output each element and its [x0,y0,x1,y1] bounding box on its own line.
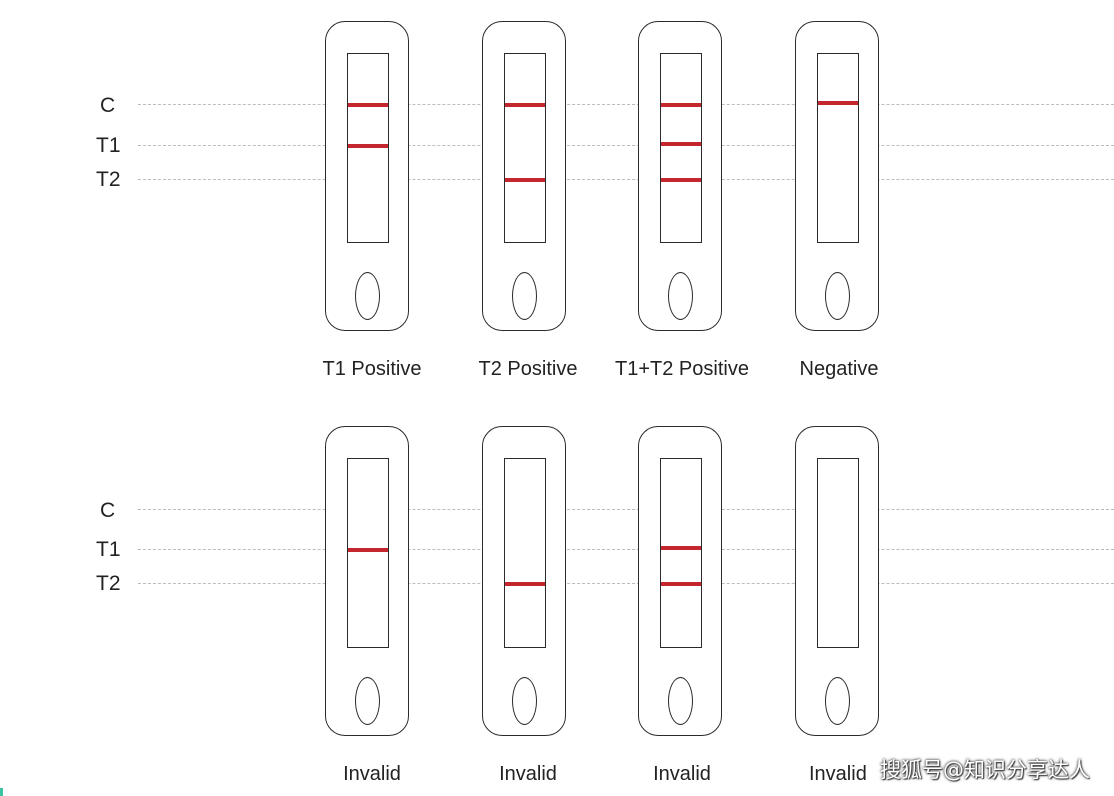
control-line [818,101,858,105]
marker-label-t2-row2: T2 [96,572,121,595]
edge-marker [0,788,3,796]
control-line [348,103,388,107]
guide-line-t1-row1 [138,145,1114,146]
sample-well [355,677,380,725]
guide-line-t2-row1 [138,179,1114,180]
result-window [817,53,859,243]
test-line-t2 [661,178,701,182]
test-cassette-invalid-blank [795,426,879,736]
result-window [660,53,702,243]
test-cassette-invalid-t2-only [482,426,566,736]
test-line-t1 [661,142,701,146]
result-window [347,458,389,648]
result-label-t2-positive: T2 Positive [478,358,578,380]
sample-well [668,677,693,725]
result-label-invalid-1: Invalid [343,763,401,785]
test-cassette-t2-positive [482,21,566,331]
sample-well [512,677,537,725]
result-label-invalid-4: Invalid [809,763,867,785]
marker-label-c-row2: C [100,499,116,522]
result-label-invalid-2: Invalid [499,763,557,785]
result-label-invalid-3: Invalid [653,763,711,785]
test-line-t2 [505,582,545,586]
marker-label-t1-row2: T1 [96,538,121,561]
result-window [504,458,546,648]
sample-well [512,272,537,320]
marker-label-c-row1: C [100,94,116,117]
result-label-t1-positive: T1 Positive [322,358,422,380]
test-line-t2 [661,582,701,586]
test-line-t1 [661,546,701,550]
control-line [505,103,545,107]
result-window [660,458,702,648]
result-window [504,53,546,243]
test-line-t1 [348,548,388,552]
marker-label-t1-row1: T1 [96,134,121,157]
watermark-text: 搜狐号@知识分享达人 [880,758,1090,782]
test-line-t1 [348,144,388,148]
guide-line-c-row1 [138,104,1114,105]
result-window [347,53,389,243]
guide-line-c-row2 [138,509,1114,510]
result-label-t1-t2-positive: T1+T2 Positive [615,358,749,380]
sample-well [825,272,850,320]
guide-line-t2-row2 [138,583,1114,584]
test-cassette-invalid-t1-t2 [638,426,722,736]
test-line-t2 [505,178,545,182]
sample-well [668,272,693,320]
result-label-negative: Negative [799,358,879,380]
result-window [817,458,859,648]
guide-line-t1-row2 [138,549,1114,550]
marker-label-t2-row1: T2 [96,168,121,191]
test-cassette-t1-t2-positive [638,21,722,331]
control-line [661,103,701,107]
test-cassette-t1-positive [325,21,409,331]
sample-well [355,272,380,320]
test-cassette-negative [795,21,879,331]
test-cassette-invalid-t1-only [325,426,409,736]
sample-well [825,677,850,725]
